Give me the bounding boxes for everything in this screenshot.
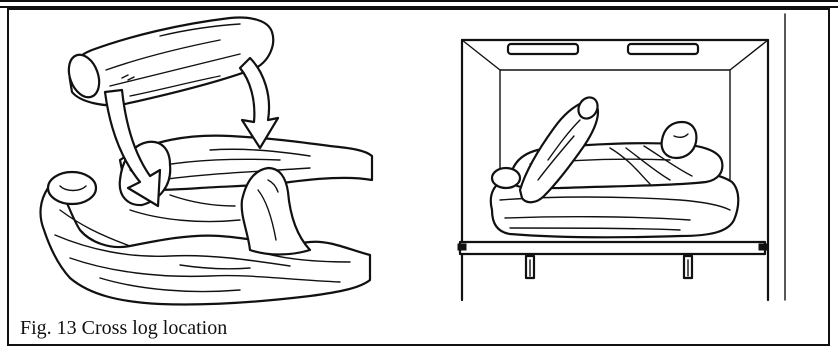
base-logs xyxy=(41,136,372,305)
figure-caption: Fig. 13 Cross log location xyxy=(20,317,227,340)
cross-log xyxy=(63,18,273,106)
firebox-illustration xyxy=(430,10,800,310)
top-border-line xyxy=(0,0,838,2)
log-placement-drawing xyxy=(10,10,390,310)
log-placement-illustration xyxy=(10,10,390,310)
log-set xyxy=(491,94,738,237)
firebox-drawing xyxy=(430,10,800,310)
